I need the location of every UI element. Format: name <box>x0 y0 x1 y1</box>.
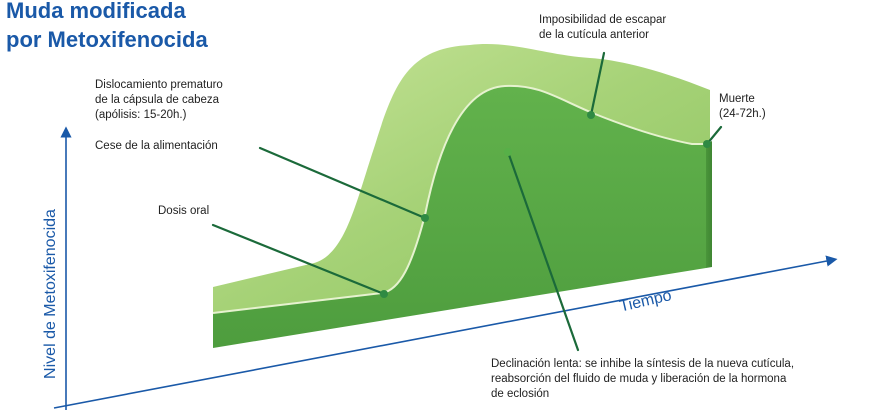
title-line-2: por Metoxifenocida <box>6 27 208 52</box>
label-muerte-line-1: Muerte <box>719 93 755 105</box>
label-dosis: Dosis oral <box>158 205 210 217</box>
title-line-1: Muda modificada <box>6 0 186 23</box>
label-muerte: Muerte (24-72h.) <box>719 92 766 122</box>
label-declinacion-line-2: reabsorción del fluido de muda y liberac… <box>491 373 787 385</box>
diagram-title: Muda modificada por Metoxifenocida <box>6 0 208 54</box>
label-dislocamiento-line-3: (apólisis: 15-20h.) <box>95 109 187 121</box>
label-dislocamiento: Dislocamiento prematuro de la cápsula de… <box>95 78 223 123</box>
label-imposibilidad-line-1: Imposibilidad de escapar <box>539 14 667 26</box>
callout-dot-cese <box>421 214 429 222</box>
callout-line-dosis <box>211 223 386 296</box>
label-dislocamiento-line-1: Dislocamiento prematuro <box>95 79 223 91</box>
callout-dot-muerte <box>703 140 711 148</box>
label-muerte-line-2: (24-72h.) <box>719 108 766 120</box>
callout-dot-declinacion <box>504 148 512 156</box>
label-declinacion: Declinación lenta: se inhibe la síntesis… <box>491 357 794 402</box>
callout-line-cese <box>258 146 427 220</box>
ribbon-edge-highlight <box>212 84 706 314</box>
x-axis <box>53 255 838 409</box>
label-dislocamiento-line-2: de la cápsula de cabeza <box>95 94 220 106</box>
label-declinacion-line-1: Declinación lenta: se inhibe la síntesis… <box>491 358 795 370</box>
callout-line-declinacion <box>506 150 580 352</box>
label-declinacion-line-3: de eclosión <box>491 388 550 400</box>
label-imposibilidad: Imposibilidad de escapar de la cutícula … <box>539 13 666 43</box>
ribbon-top-face <box>213 43 710 313</box>
label-cese: Cese de la alimentación <box>95 140 218 152</box>
label-imposibilidad-line-2: de la cutícula anterior <box>539 29 649 41</box>
y-axis-label: Nivel de Metoxifenocida <box>42 209 59 379</box>
callout-dot-dosis <box>380 290 388 298</box>
callout-line-imposibilidad <box>589 51 606 117</box>
ribbon-front-face <box>213 85 706 348</box>
callout-dot-imposibilidad <box>587 111 595 119</box>
ribbon-side-face <box>706 141 712 268</box>
